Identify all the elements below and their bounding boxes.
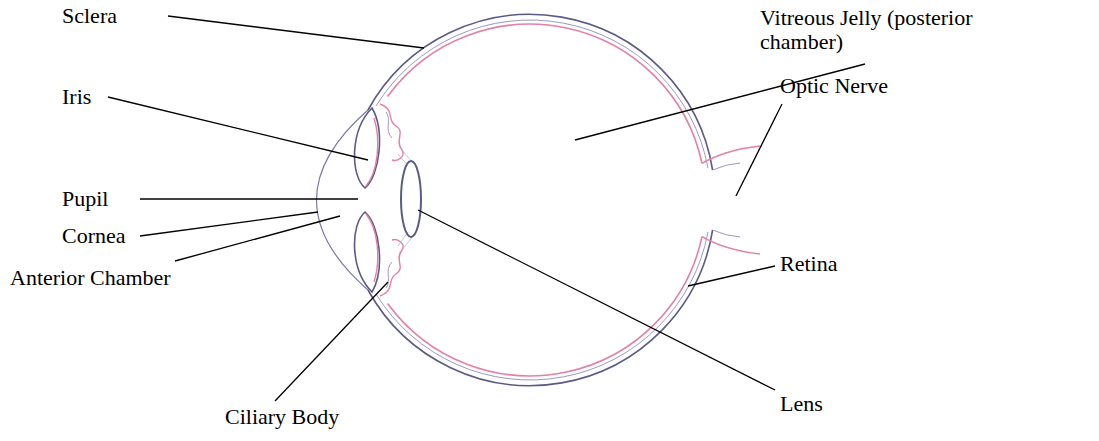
optic-nerve-line <box>702 237 760 254</box>
leader-line <box>168 16 424 48</box>
part-label: Lens <box>780 392 823 416</box>
optic-nerve-sheath <box>713 163 740 170</box>
sclera-outline <box>368 14 713 170</box>
part-label: Retina <box>780 252 837 276</box>
iris-shape <box>355 108 380 188</box>
leader-line <box>140 198 358 199</box>
leader-line <box>175 216 340 261</box>
leader-line <box>418 210 775 390</box>
optic-nerve-sheath <box>713 230 740 237</box>
sclera-inner <box>376 232 708 380</box>
lens-shape <box>401 161 421 237</box>
leader-line <box>108 97 368 160</box>
part-label: Pupil <box>62 187 108 211</box>
leader-line <box>275 282 388 401</box>
part-label: Cornea <box>62 224 126 248</box>
iris-shape <box>355 212 380 292</box>
optic-nerve-line <box>702 146 760 163</box>
leader-line <box>140 212 318 236</box>
leader-line <box>736 104 782 196</box>
sclera-outline <box>368 230 713 386</box>
iris-edge <box>366 214 378 282</box>
retina-line <box>388 24 702 163</box>
zonule-fibres <box>398 150 413 166</box>
leader-line <box>688 266 775 286</box>
part-label: Sclera <box>62 4 117 28</box>
retina-line <box>388 237 702 376</box>
ciliary-body <box>380 104 403 160</box>
zonule-fibres <box>398 232 413 250</box>
part-label: Ciliary Body <box>225 405 339 429</box>
part-label: Vitreous Jelly (posterior chamber) <box>760 6 1030 54</box>
part-label: Iris <box>62 85 91 109</box>
iris-edge <box>366 118 378 186</box>
sclera-inner <box>376 20 708 168</box>
cornea-outline <box>317 110 369 290</box>
ciliary-body <box>386 112 392 138</box>
part-label: Anterior Chamber <box>10 266 171 290</box>
part-label: Optic Nerve <box>780 74 888 98</box>
